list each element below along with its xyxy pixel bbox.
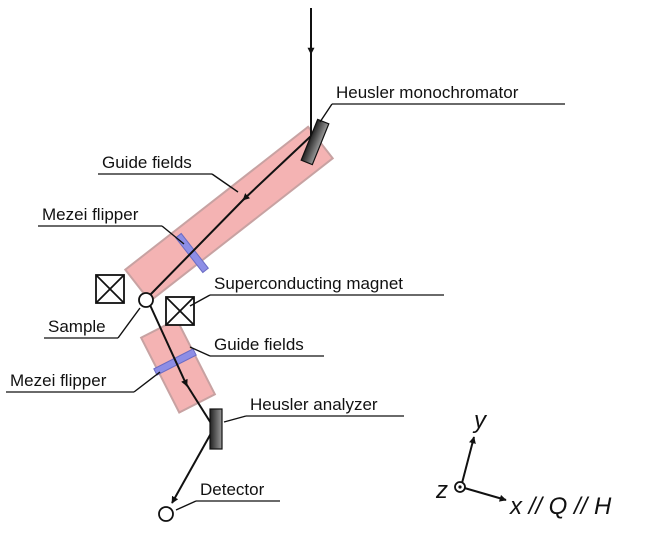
label-detector: Detector: [200, 480, 265, 499]
label-heusler-analyzer: Heusler analyzer: [250, 395, 378, 414]
axis-x-arrow: [460, 486, 507, 502]
magnet-coil-left: [95, 274, 125, 304]
label-superconducting-magnet: Superconducting magnet: [214, 274, 403, 293]
beam-mono-to-guide: [242, 135, 312, 201]
label-guide-fields-upper: Guide fields: [102, 153, 192, 172]
leader-heusler-analyzer: [223, 415, 247, 423]
label-mezei-flipper-lower: Mezei flipper: [10, 371, 107, 390]
leader-guide-fields-upper: [211, 173, 239, 193]
axis-y-arrow: [460, 436, 476, 488]
beam-analyzer-to-detector: [171, 427, 215, 504]
label-guide-fields-lower: Guide fields: [214, 335, 304, 354]
label-mezei-flipper-upper: Mezei flipper: [42, 205, 139, 224]
leader-mezei-flipper-lower: [133, 371, 161, 393]
axis-y-label: y: [472, 407, 488, 434]
label-sample: Sample: [48, 317, 106, 336]
leader-heusler-monochromator: [319, 103, 333, 123]
axis-z-label: z: [435, 477, 448, 504]
leader-guide-fields-lower: [189, 346, 211, 357]
leader-mezei-flipper-upper: [161, 225, 185, 245]
magnet-coil-right: [165, 296, 195, 326]
axis-z-dot: [458, 485, 462, 489]
heusler-analyzer: [209, 408, 223, 450]
leader-superconducting-magnet: [189, 294, 211, 307]
leader-detector: [175, 500, 197, 511]
axis-x-label: x // Q // H: [509, 493, 612, 520]
sample-circle: [138, 292, 154, 308]
beam-guide-to-analyzer: [184, 381, 215, 429]
beam-guide-to-sample: [149, 197, 246, 296]
detector-circle: [158, 506, 174, 522]
leader-sample: [117, 307, 141, 339]
heusler-monochromator: [300, 118, 330, 166]
beam-sample-to-guide: [149, 304, 188, 387]
label-heusler-monochromator: Heusler monochromator: [336, 83, 519, 102]
